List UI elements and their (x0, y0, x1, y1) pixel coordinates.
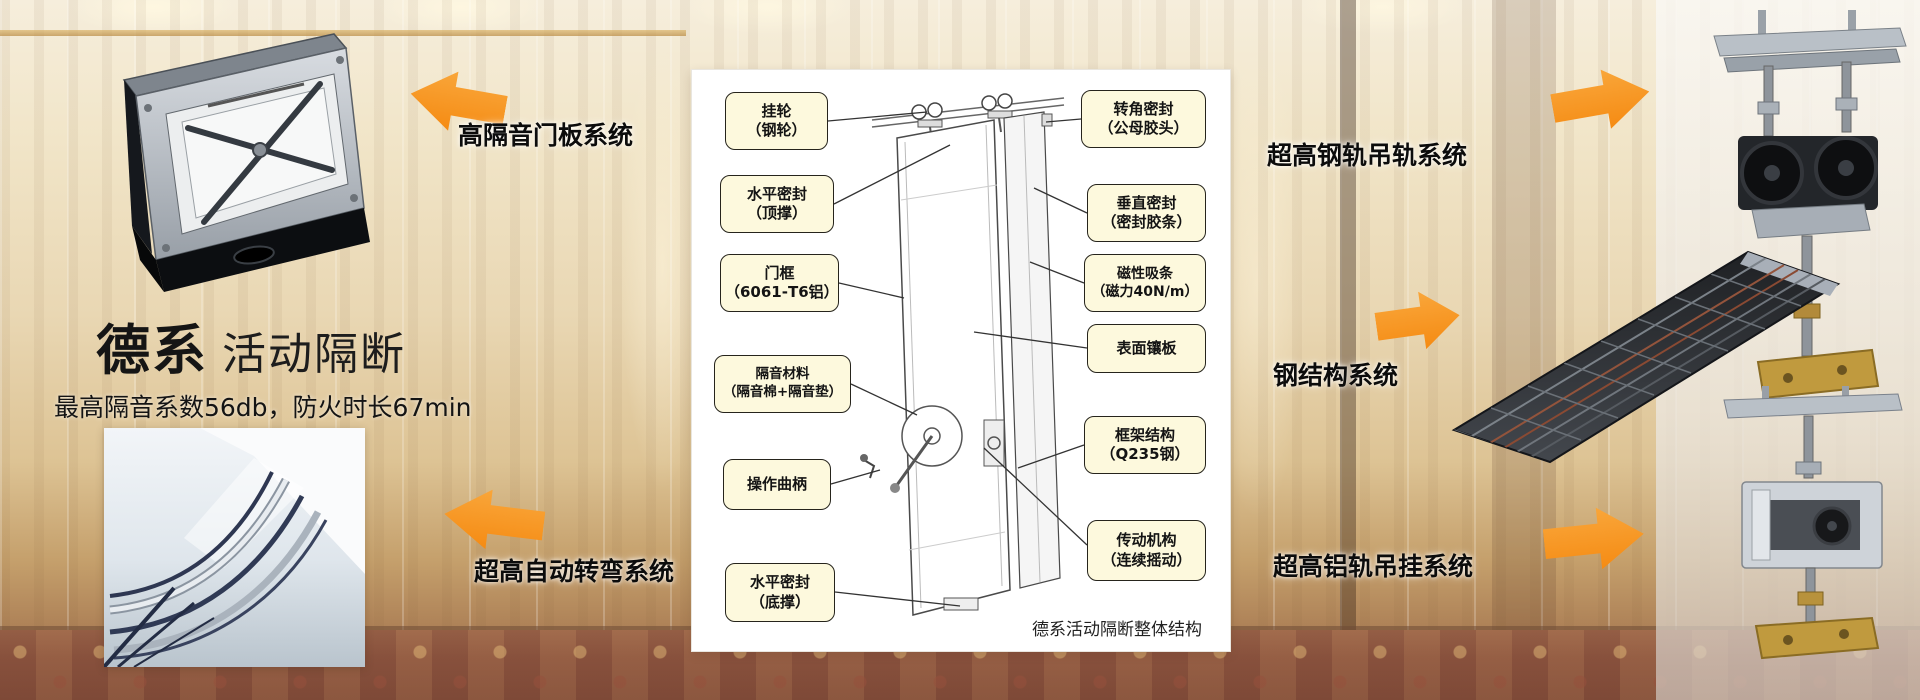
steel-structure-drawing (1451, 250, 1841, 464)
diagram-callout-vertical-seal: 垂直密封 （密封胶条） (1087, 184, 1206, 242)
wall-door-shadow (1492, 0, 1556, 632)
product-subtitle: 最高隔音系数56db，防火时长67min (54, 393, 472, 422)
diagram-callout-hanging-wheel: 挂轮 （钢轮） (725, 92, 828, 150)
steel-rail-trolley-photo (1700, 6, 1915, 422)
diagram-callout-door-frame: 门框 （6061-T6铝） (720, 254, 839, 312)
diagram-callout-horizontal-seal-bottom: 水平密封 （底撑） (725, 563, 835, 622)
callout-steel-rail-system: 超高钢轨吊轨系统 (1267, 141, 1468, 170)
diagram-caption: 德系活动隔断整体结构 (1032, 620, 1202, 640)
wall-gap-shadow (1340, 0, 1356, 632)
steel-rail-trolley-drawing (1713, 10, 1907, 400)
ceiling-gold-trim (0, 30, 686, 36)
diagram-callout-transmission: 传动机构 （连续摇动） (1087, 520, 1206, 581)
callout-aluminum-rail-system: 超高铝轨吊挂系统 (1273, 552, 1474, 581)
leader-lines (827, 111, 1088, 607)
product-title: 德系 活动隔断 (96, 306, 406, 385)
curved-track-drawing (104, 428, 365, 667)
aluminum-rail-trolley-photo (1712, 386, 1912, 667)
callout-door-panel-system: 高隔音门板系统 (458, 121, 634, 150)
aluminum-rail-trolley-drawing (1723, 386, 1903, 660)
curved-track-photo (104, 428, 365, 667)
partition-structure-drawing (827, 93, 1088, 616)
diagram-callout-sound-insulation: 隔音材料 （隔音棉+隔音垫） (714, 355, 851, 413)
structure-diagram-panel: 挂轮 （钢轮） 水平密封 （顶撑） 门框 （6061-T6铝） 隔音材料 （隔音… (692, 70, 1230, 651)
diagram-callout-operating-crank: 操作曲柄 (723, 459, 831, 510)
product-name: 活动隔断 (222, 329, 406, 380)
diagram-callout-magnetic-strip: 磁性吸条 （磁力40N/m） (1084, 254, 1206, 312)
steel-structure-photo (1450, 226, 1842, 465)
door-panel-mechanism-drawing (122, 33, 370, 292)
diagram-callout-horizontal-seal-top: 水平密封 （顶撑） (720, 175, 834, 233)
diagram-callout-corner-seal: 转角密封 （公母胶头） (1081, 90, 1206, 148)
brand-name: 德系 (96, 319, 208, 382)
callout-steel-structure-system: 钢结构系统 (1273, 361, 1399, 390)
callout-auto-turn-system: 超高自动转弯系统 (474, 557, 675, 586)
door-panel-mechanism-photo (108, 22, 392, 294)
diagram-callout-surface-panel: 表面镶板 (1087, 324, 1206, 373)
diagram-callout-frame-structure: 框架结构 （Q235钢） (1084, 416, 1206, 474)
